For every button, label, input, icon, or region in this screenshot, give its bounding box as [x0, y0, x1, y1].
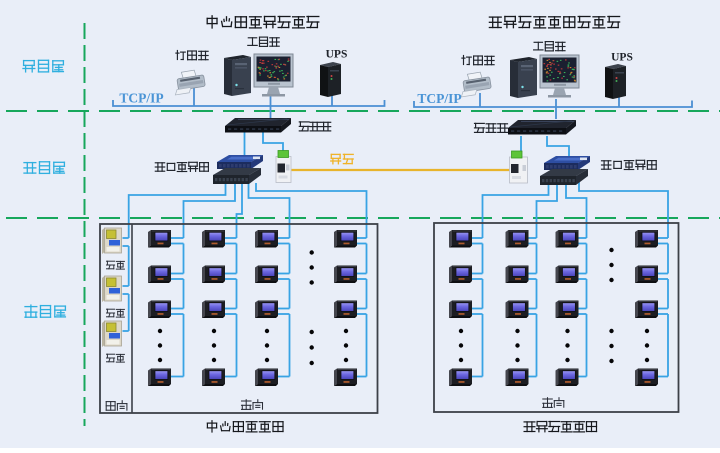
svg-text:TCP/IP: TCP/IP — [119, 91, 163, 106]
svg-text:UPS: UPS — [326, 49, 348, 61]
svg-text:TCP/IP: TCP/IP — [417, 91, 461, 106]
svg-text:UPS: UPS — [611, 52, 633, 64]
